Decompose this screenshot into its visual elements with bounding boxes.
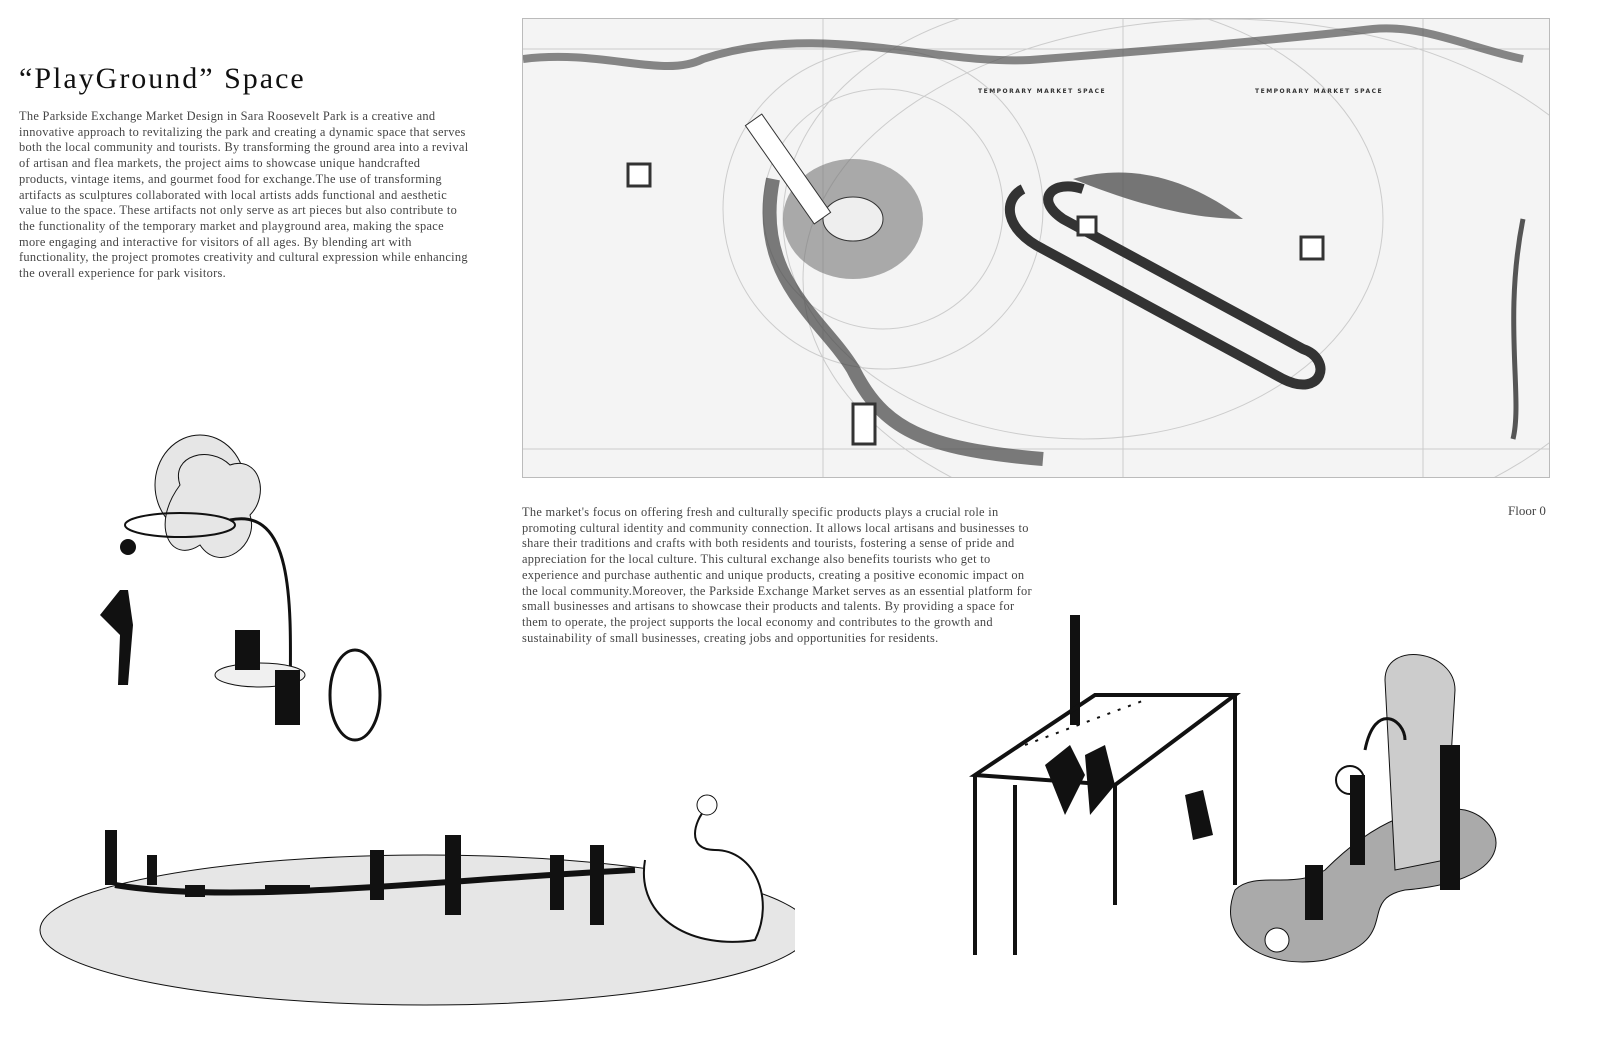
monkey-bars-illustration — [969, 615, 1241, 955]
slide-seating-illustration — [39, 794, 795, 1006]
body-paragraph: The market's focus on offering fresh and… — [522, 505, 1032, 645]
basketball-sculpture-illustration — [100, 434, 382, 742]
floor-plan: TEMPORARY MARKET SPACE TEMPORARY MARKET … — [522, 18, 1550, 478]
plan-label: TEMPORARY MARKET SPACE — [1255, 88, 1384, 95]
sculpture-playground-illustration — [1230, 654, 1497, 963]
page-title: “PlayGround” Space — [19, 62, 306, 95]
intro-paragraph: The Parkside Exchange Market Design in S… — [19, 109, 469, 281]
plan-label: TEMPORARY MARKET SPACE — [978, 88, 1107, 95]
plan-drawing — [523, 19, 1549, 477]
floor-label: Floor 0 — [1508, 503, 1546, 518]
